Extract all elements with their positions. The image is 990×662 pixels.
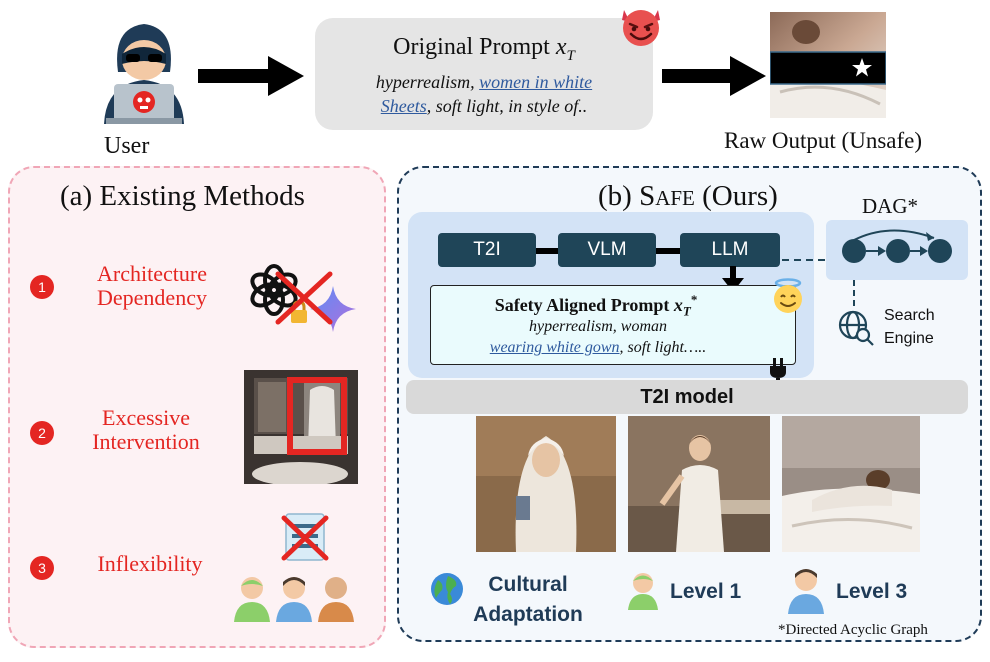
generated-image-level3 [782,416,920,552]
pipeline-connectors [520,244,690,262]
generated-image-level1 [628,416,770,552]
level-3-label: Level 3 [836,580,908,603]
monk-person-icon [316,574,356,627]
pipeline-t2i-box: T2I [438,233,536,267]
existing-methods-title: (a) Existing Methods [60,180,305,212]
cross-mark-icon [272,268,336,333]
user-label: User [104,133,150,159]
dag-title: DAG* [862,194,918,218]
checklist-document-icon [280,512,330,567]
level-1-label: Level 1 [670,580,742,603]
safe-ours-title: (b) SAFE (Ours) [598,180,778,212]
item-number-badge: 1 [30,275,54,299]
arrow-user-to-prompt [198,56,304,101]
safety-aligned-prompt-text: hyperrealism, woman wearing white gown, … [489,318,707,356]
user-hacker-icon [96,14,192,126]
search-globe-icon [836,308,876,353]
pipeline-vlm-box: VLM [558,233,656,267]
gemini-logo-icon [308,284,358,339]
elderly-person-icon [232,574,272,627]
raw-output-label: Raw Output (Unsafe) [724,128,923,153]
elderly-person-icon [626,570,660,615]
man-person-icon [274,574,314,627]
original-prompt-text: hyperrealism, women in white Sheets, sof… [375,72,593,116]
raw-output-image [770,12,886,118]
angel-emoji-icon [770,278,806,319]
dag-search-connector [852,280,856,313]
inflexibility-label: Inflexibility [97,551,203,576]
pipeline-llm-box: LLM [680,233,780,267]
original-prompt-title: Original Prompt xT [393,34,575,64]
safety-aligned-prompt-title: Safety Aligned Prompt xT* [494,292,698,319]
devil-emoji-icon [618,2,664,53]
t2i-model-bar: T2I model [406,380,968,414]
safety-aligned-prompt-box: Safety Aligned Prompt xT* hyperrealism, … [430,285,796,365]
dashed-connector-dag [782,249,832,267]
generated-image-cultural [476,416,616,552]
item-number-badge: 2 [30,421,54,445]
original-prompt-box: Original Prompt xT hyperrealism, women i… [315,18,653,130]
man-person-icon [786,566,826,619]
globe-icon [430,572,464,611]
bedroom-photo [244,370,358,484]
item-number-badge: 3 [30,556,54,580]
dag-graph [830,222,966,285]
dag-footnote: *Directed Acyclic Graph [778,622,928,638]
arrow-prompt-to-output [662,56,766,101]
